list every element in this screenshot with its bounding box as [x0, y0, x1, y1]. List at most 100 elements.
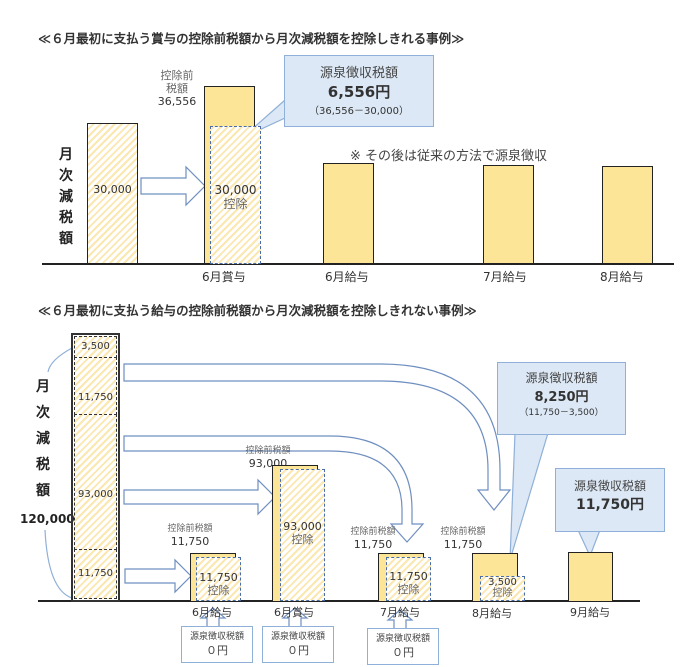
deduction-label: 控除: [207, 584, 230, 598]
deduction-label: 控除: [397, 583, 420, 597]
reduction-stack-bar: [71, 333, 120, 602]
withholding-callout-august: 源泉徴収税額 8,250円 （11,750－3,500）: [497, 362, 626, 435]
axis-char: 額: [36, 483, 50, 499]
pre-tax-caption: 控除前税額: [350, 527, 396, 537]
total-reduction: 120,000: [20, 512, 75, 526]
segment-11750-a: [74, 357, 117, 415]
x-label: 8月給与: [472, 607, 512, 620]
salary-august-bar: [602, 166, 653, 264]
x-label: 9月給与: [570, 606, 610, 619]
callout-amount: 6,556円: [327, 83, 391, 101]
bottom-section-title: ≪６月最初に支払う給与の控除前税額から月次減税額を控除しきれない事例≫: [38, 303, 477, 318]
callout-formula: （11,750－3,500）: [519, 408, 604, 418]
segment-93000: [74, 414, 117, 550]
segment-value: 93,000: [78, 489, 113, 500]
pre-tax-caption: 控除前税額: [167, 524, 213, 534]
salary-june-bar: [323, 163, 374, 264]
curved-arrow-icon: [123, 363, 512, 511]
arrow-right-icon: [124, 558, 192, 594]
deduction-label: 控除: [223, 197, 248, 212]
deduction-value: 11,750: [199, 571, 238, 584]
zero-box-amount: ０円: [392, 646, 414, 659]
zero-withholding-box: 源泉徴収税額 ０円: [181, 626, 253, 663]
bottom-axis-label: 月次減税額: [35, 374, 51, 504]
callout-formula: （36,556－30,000）: [309, 106, 409, 117]
callout-amount: 8,250円: [534, 390, 589, 405]
x-label: 7月給与: [380, 606, 420, 619]
brace: [44, 347, 73, 599]
deduction-bar: [196, 557, 241, 601]
deduction-value: 93,000: [283, 520, 322, 533]
segment-value: 11,750: [78, 392, 113, 403]
deduction-value: 3,500: [488, 577, 517, 588]
pre-tax-label-line: 税額: [166, 82, 188, 96]
top-section-title: ≪６月最初に支払う賞与の控除前税額から月次減税額を控除しきれる事例≫: [38, 31, 465, 46]
segment-value: 11,750: [78, 568, 113, 579]
segment-11750-b: [74, 549, 117, 599]
x-label: 6月給与: [325, 270, 369, 284]
deduction-value: 11,750: [389, 570, 428, 583]
deduction-bar: [280, 469, 325, 601]
monthly-reduction-bar: [87, 123, 138, 264]
pre-tax-caption: 控除前税額: [440, 527, 486, 537]
arrow-right-icon: [140, 165, 206, 207]
x-label: 8月給与: [600, 270, 644, 284]
axis-char: 減: [59, 189, 73, 205]
deduction-label: 控除: [291, 533, 314, 547]
deduction-value: 30,000: [214, 183, 257, 197]
note-text: ※ その後は従来の方法で源泉徴収: [350, 149, 548, 164]
zero-box-amount: ０円: [206, 644, 228, 657]
zero-box-title: 源泉徴収税額: [375, 634, 430, 644]
axis-char: 税: [36, 457, 50, 473]
pre-tax-value: 36,556: [157, 95, 197, 109]
callout-title: 源泉徴収税額: [319, 66, 398, 81]
axis-char: 月: [36, 379, 50, 395]
arrow-up-icon: [386, 609, 414, 628]
callout-amount: 11,750円: [575, 497, 645, 513]
deduction-bar: [210, 126, 261, 264]
zero-box-title: 源泉徴収税額: [189, 632, 244, 642]
axis-char: 次: [36, 405, 50, 421]
zero-box-title: 源泉徴収税額: [270, 632, 325, 642]
zero-box-amount: ０円: [287, 644, 309, 657]
arrow-right-icon: [123, 478, 276, 516]
top-axis-label: 月次減税額: [58, 145, 74, 250]
x-label: 6月給与: [192, 606, 232, 619]
pre-tax-caption: 控除前税額: [245, 446, 291, 456]
salary-july-bar: [483, 165, 534, 264]
callout-pointer: [509, 432, 549, 561]
callout-title: 源泉徴収税額: [525, 371, 598, 385]
arrow-up-icon: [199, 607, 227, 626]
callout-title: 源泉徴収税額: [573, 479, 646, 493]
axis-char: 税: [59, 210, 73, 226]
deduction-bar: [386, 557, 431, 601]
withholding-callout: 源泉徴収税額 6,556円 （36,556－30,000）: [284, 55, 434, 127]
pre-tax-value: 11,750: [170, 534, 210, 548]
monthly-reduction-value: 30,000: [93, 183, 132, 196]
pre-tax-value: 11,750: [443, 537, 483, 551]
zero-withholding-box: 源泉徴収税額 ０円: [367, 628, 439, 665]
withholding-callout-september: 源泉徴収税額 11,750円: [555, 468, 665, 532]
x-label: 6月賞与: [274, 606, 314, 619]
pre-tax-value: 11,750: [353, 537, 393, 551]
curved-arrow-icon: [123, 435, 425, 543]
axis-char: 減: [36, 431, 50, 447]
axis-char: 次: [59, 168, 73, 184]
segment-value: 3,500: [81, 341, 110, 352]
axis-char: 月: [59, 147, 73, 163]
salary-september-bar: [568, 552, 613, 602]
deduction-label: 控除: [492, 588, 513, 599]
x-label: 7月給与: [483, 270, 527, 284]
axis-char: 額: [59, 231, 73, 247]
pre-tax-label-line: 控除前: [160, 69, 194, 82]
